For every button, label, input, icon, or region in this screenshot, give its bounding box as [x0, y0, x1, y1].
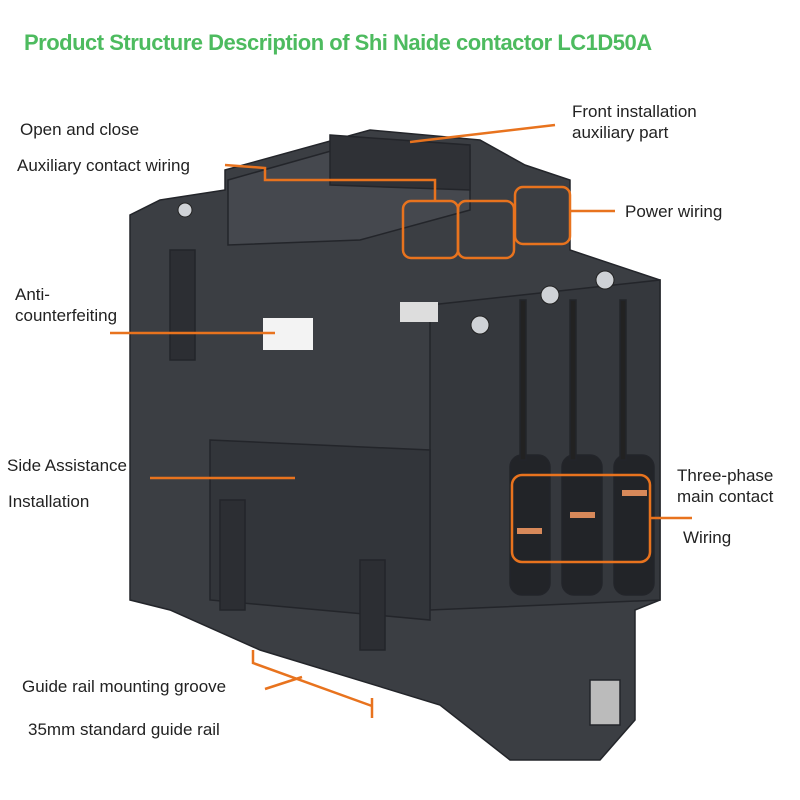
label-guide-groove: Guide rail mounting groove: [22, 677, 227, 696]
label-guide-rail: 35mm standard guide rail: [28, 720, 220, 739]
label-line: counterfeiting: [15, 306, 118, 325]
screw-holes: [177, 202, 615, 335]
label-open-close: Open and close: [20, 120, 140, 139]
callout-lines: [110, 123, 692, 718]
label-side-assistance: Side Assistance: [7, 456, 128, 475]
label-installation: Installation: [8, 492, 90, 511]
qr-code: [400, 302, 438, 322]
label-front-installation: Front installation auxiliary part: [572, 101, 697, 143]
label-line: main contact: [677, 487, 774, 506]
label-wiring: Wiring: [683, 528, 732, 547]
label-aux-wiring: Auxiliary contact wiring: [17, 156, 190, 175]
label-power-wiring: Power wiring: [625, 202, 723, 221]
page-title: Product Structure Description of Shi Nai…: [24, 30, 652, 55]
label-line: Three-phase: [677, 466, 774, 485]
label-line: Anti-: [15, 285, 50, 304]
label-line: Front installation: [572, 102, 697, 121]
label-line: auxiliary part: [572, 123, 669, 142]
contactor-body: [129, 129, 661, 761]
copper-terminals: [517, 490, 647, 534]
label-three-phase: Three-phase main contact: [677, 465, 773, 507]
label-anti-counterfeiting: Anti- counterfeiting: [15, 284, 117, 326]
